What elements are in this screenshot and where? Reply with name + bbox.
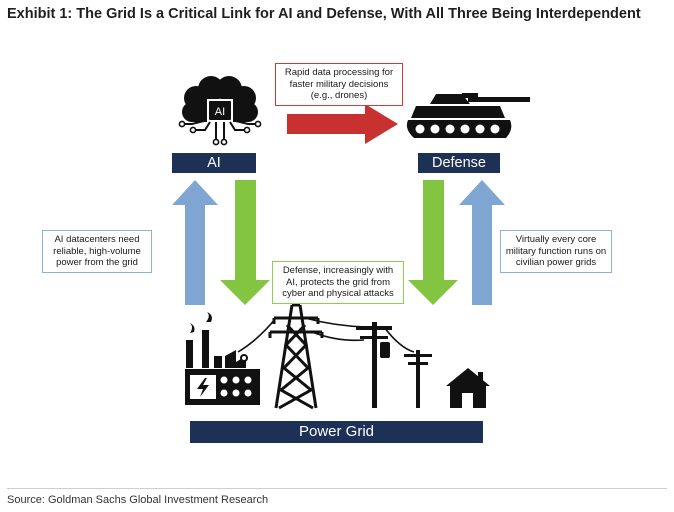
ai-brain-chip-icon: AI [178,76,262,146]
tank-icon [406,93,530,138]
defense-to-grid-callout: Defense, increasingly with AI, protects … [272,261,404,304]
grid-to-defense-callout: Virtually every core military function r… [500,230,612,273]
ai-to-grid-arrow [220,180,270,305]
transmission-tower-icon [268,303,324,410]
defense-to-grid-arrow [408,180,458,305]
source-note: Source: Goldman Sachs Global Investment … [7,494,269,506]
ai-to-defense-arrow [287,104,398,144]
grid-to-defense-arrow [459,180,505,305]
defense-node-label: Defense [418,153,500,173]
exhibit-title: Exhibit 1: The Grid Is a Critical Link f… [7,6,641,22]
grid-to-ai-arrow [172,180,218,305]
ai-node-label: AI [172,153,256,173]
grid-to-ai-callout: AI datacenters need reliable, high-volum… [42,230,152,273]
power-grid-label: Power Grid [190,421,483,443]
power-plant-icon [185,312,260,405]
chip-label: AI [215,106,225,118]
footer-divider [7,488,667,489]
ai-to-defense-callout: Rapid data processing for faster militar… [275,63,403,106]
utility-pole-icon [356,322,432,408]
house-icon [446,368,490,408]
